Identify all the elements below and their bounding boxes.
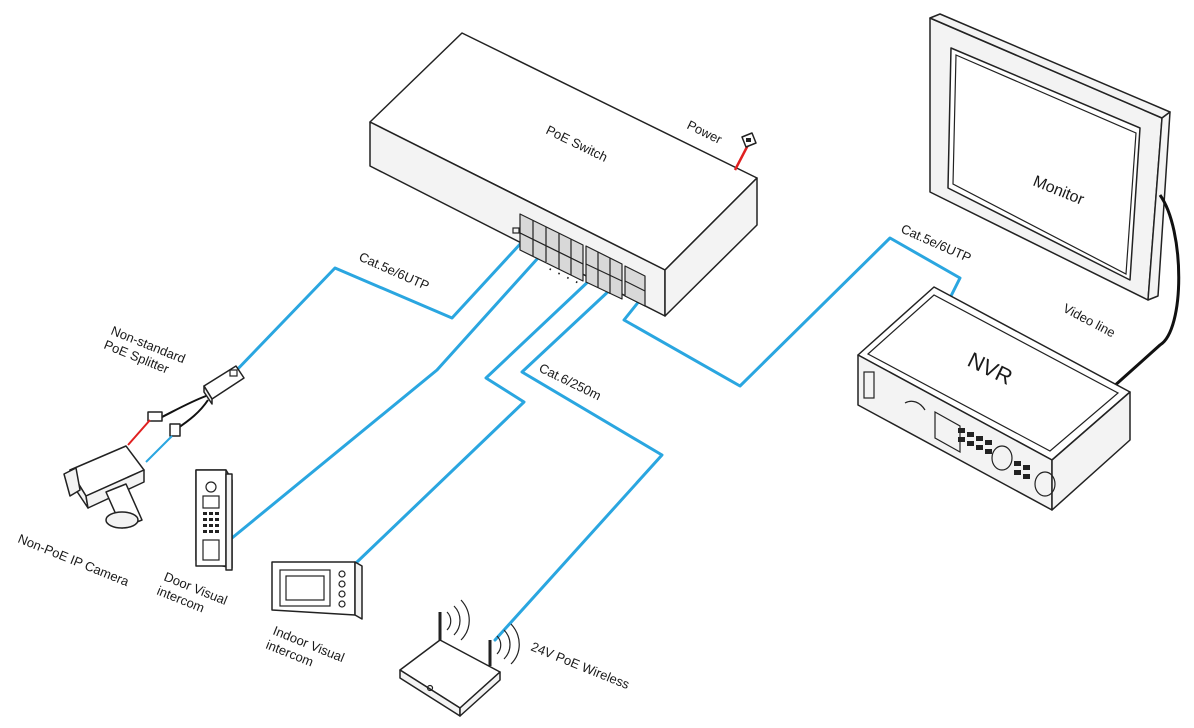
cable-switch-to-indoor-intercom xyxy=(354,276,594,565)
monitor: Monitor xyxy=(929,13,1171,301)
cable-switch-to-splitter xyxy=(230,240,524,377)
video-line-label: Video line xyxy=(1061,300,1118,340)
camera-label: Non-PoE IP Camera xyxy=(16,531,132,589)
cable-switch-to-door-intercom xyxy=(230,256,540,540)
video-line-cable xyxy=(1110,194,1181,390)
wireless-label: 24V PoE Wireless xyxy=(529,639,632,692)
poe-switch: PoE Switch Power · · · · xyxy=(369,32,758,317)
cable-switch-to-wireless xyxy=(493,286,664,642)
splitter-power-lead xyxy=(127,419,151,446)
signal-icon xyxy=(446,599,520,665)
power-plug xyxy=(741,132,757,148)
switch-ports xyxy=(512,213,646,307)
poe-splitter: Non-standard PoE Splitter xyxy=(102,323,245,463)
splitter-data-lead xyxy=(145,435,173,463)
door-intercom: Door Visual intercom xyxy=(155,469,233,615)
power-wire xyxy=(733,144,750,171)
cable-label-left: Cat.5e/6UTP xyxy=(357,249,432,293)
keypad xyxy=(203,512,219,533)
nvr: NVR xyxy=(857,286,1131,511)
cable-label-long: Cat.6/250m xyxy=(537,360,604,403)
cable-label-right: Cat.5e/6UTP xyxy=(899,221,974,265)
indoor-intercom: Indoor Visual intercom xyxy=(264,561,363,669)
nvr-buttons xyxy=(958,428,1030,479)
power-label: Power xyxy=(685,117,725,147)
ip-camera: Non-PoE IP Camera xyxy=(16,445,145,589)
network-cables xyxy=(230,236,962,642)
cable-switch-to-nvr xyxy=(622,236,962,388)
